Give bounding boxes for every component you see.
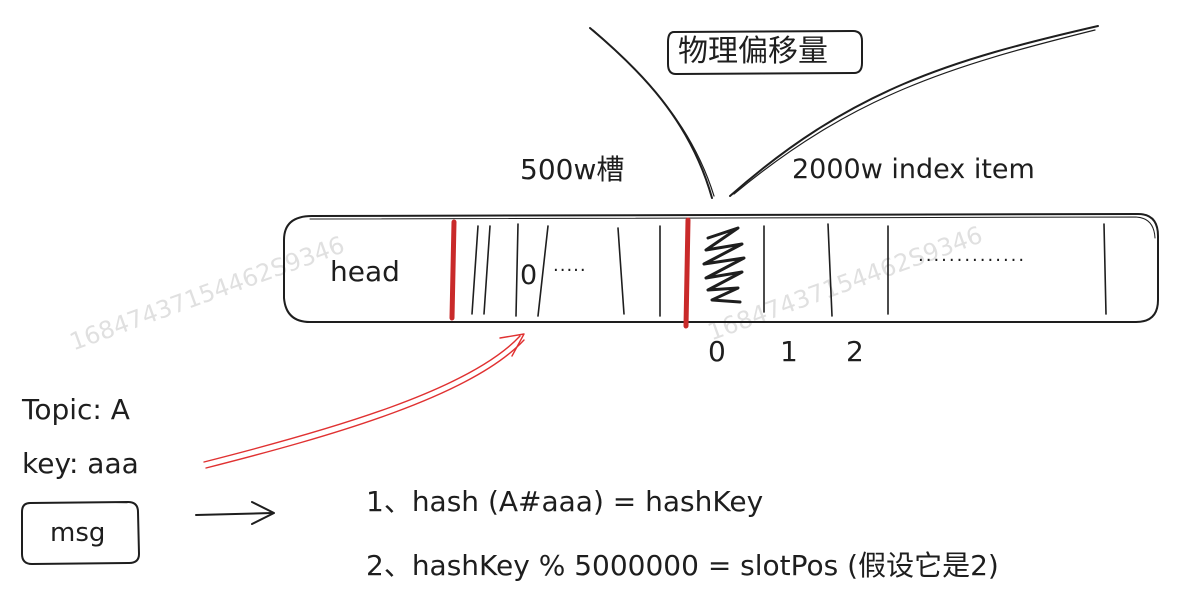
item-index-1: 1 <box>780 335 798 368</box>
slot-ellipsis: ····· <box>553 260 587 281</box>
steps-arrow <box>195 512 273 516</box>
topic-label: Topic: A <box>22 393 130 426</box>
step-2: 2、hashKey % 5000000 = slotPos (假设它是2) <box>366 549 999 582</box>
callout-box <box>667 30 863 75</box>
item-divider <box>827 223 833 317</box>
hash-arrow <box>203 335 521 463</box>
head-label: head <box>330 255 400 288</box>
slot-divider <box>471 225 479 315</box>
slot-divider <box>537 225 549 317</box>
callout-leader-right-2 <box>733 29 1096 195</box>
slot-divider <box>617 227 625 315</box>
msg-box <box>21 501 140 565</box>
callout-label: 物理偏移量 <box>678 34 828 69</box>
hash-arrow-head <box>499 333 525 357</box>
item-index-2: 2 <box>846 335 864 368</box>
msg-label: msg <box>50 518 106 548</box>
step-1: 1、hash (A#aaa) = hashKey <box>366 485 764 518</box>
key-label: key: aaa <box>22 447 139 480</box>
slots-section-label: 500w槽 <box>520 153 625 186</box>
slot-index-label: 0 <box>520 260 538 291</box>
steps-arrow-head <box>251 501 275 525</box>
filled-item-scribble <box>702 226 746 304</box>
item-divider <box>1103 223 1107 315</box>
index-strip <box>283 213 1159 323</box>
item-ellipsis: ·············· <box>918 250 1027 271</box>
slot-region-start-marker <box>449 219 457 321</box>
callout-leader-right <box>729 25 1099 197</box>
item-region-start-marker <box>683 217 691 329</box>
slot-divider <box>515 223 519 317</box>
index-strip-2 <box>309 216 1156 239</box>
hash-arrow-2 <box>205 339 525 469</box>
callout-leader-left-2 <box>592 29 715 197</box>
slot-divider <box>483 225 491 315</box>
items-section-label: 2000w index item <box>792 154 1035 185</box>
item-index-0: 0 <box>708 335 726 368</box>
